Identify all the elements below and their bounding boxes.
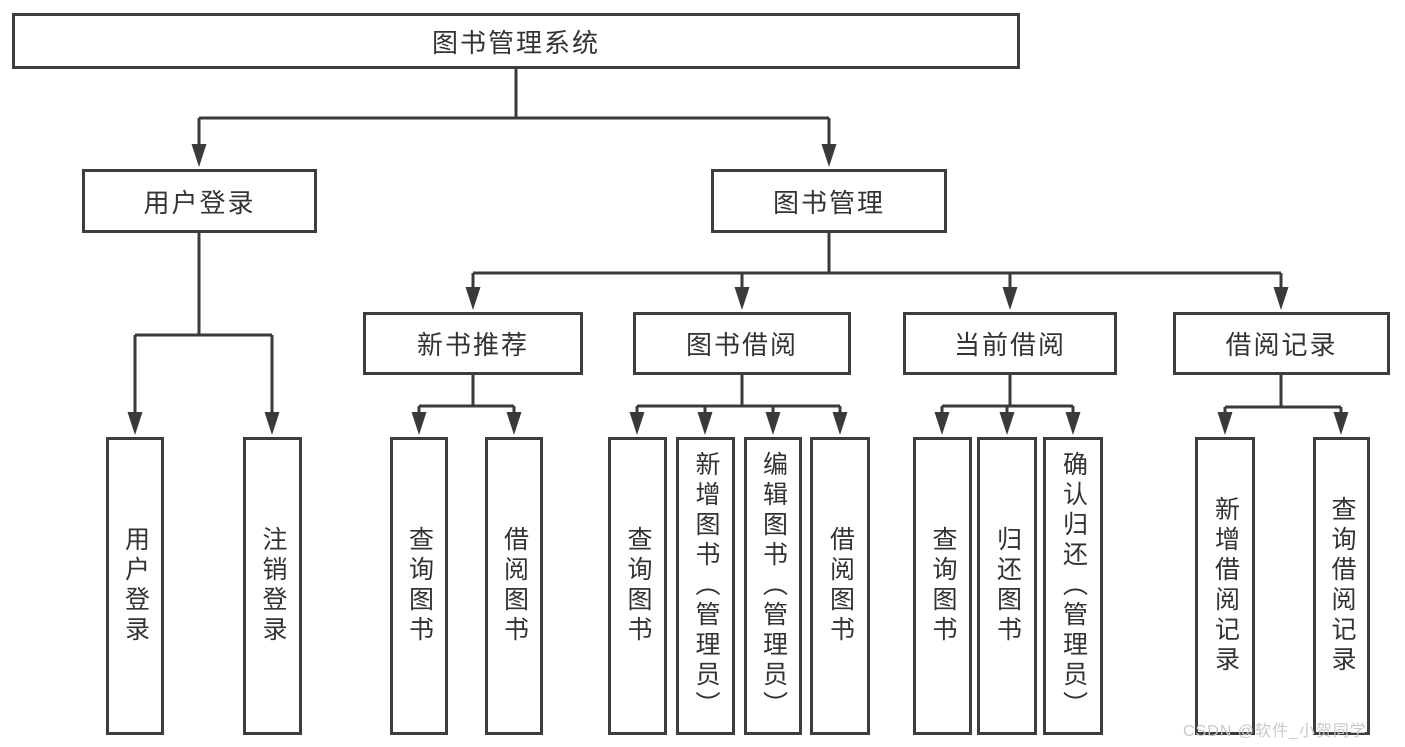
leaf-current-query-book: 查询图书 [913,437,972,735]
leaf-label: 新增图书（管理员） [692,451,720,721]
node-label: 图书管理系统 [431,27,600,58]
leaf-label: 确认归还（管理员） [1059,451,1088,721]
node-borrow-records: 借阅记录 [1173,312,1390,375]
node-label: 图书管理 [772,187,885,218]
leaf-borrow-borrow-book: 借阅图书 [810,437,870,735]
leaf-records-add-record: 新增借阅记录 [1195,437,1255,735]
leaf-recommend-borrow-book: 借阅图书 [485,437,543,735]
node-label: 新书推荐 [416,330,529,360]
node-root: 图书管理系统 [12,13,1020,69]
leaf-records-query-record: 查询借阅记录 [1313,437,1370,735]
leaf-label: 查询图书 [624,526,652,646]
leaf-logout: 注销登录 [243,437,302,735]
leaf-label: 编辑图书（管理员） [759,451,788,721]
leaf-current-return-book: 归还图书 [977,437,1037,735]
watermark-text: CSDN @软件_小贺同学 [1183,723,1367,740]
node-user-login: 用户登录 [82,169,317,233]
leaf-borrow-add-book-admin: 新增图书（管理员） [676,437,735,735]
node-label: 当前借阅 [953,330,1066,360]
leaf-label: 查询图书 [929,526,957,646]
node-book-borrow: 图书借阅 [633,312,851,375]
leaf-label: 用户登录 [121,526,150,646]
node-new-book-recommend: 新书推荐 [363,312,583,375]
leaf-user-login: 用户登录 [106,437,164,735]
leaf-borrow-edit-book-admin: 编辑图书（管理员） [744,437,802,735]
node-book-management: 图书管理 [711,169,947,233]
node-label: 用户登录 [143,187,256,218]
leaf-label: 借阅图书 [500,526,529,646]
leaf-label: 新增借阅记录 [1211,496,1240,676]
leaf-recommend-query-book: 查询图书 [390,437,448,735]
leaf-current-confirm-return-admin: 确认归还（管理员） [1043,437,1103,735]
node-label: 图书借阅 [685,330,798,360]
leaf-label: 查询借阅记录 [1328,496,1356,676]
leaf-label: 查询图书 [405,526,434,646]
leaf-label: 归还图书 [993,526,1022,646]
node-label: 借阅记录 [1225,330,1338,360]
node-current-borrow: 当前借阅 [903,312,1117,375]
leaf-label: 注销登录 [259,526,287,646]
leaf-label: 借阅图书 [826,526,855,646]
leaf-borrow-query-book: 查询图书 [608,437,667,735]
